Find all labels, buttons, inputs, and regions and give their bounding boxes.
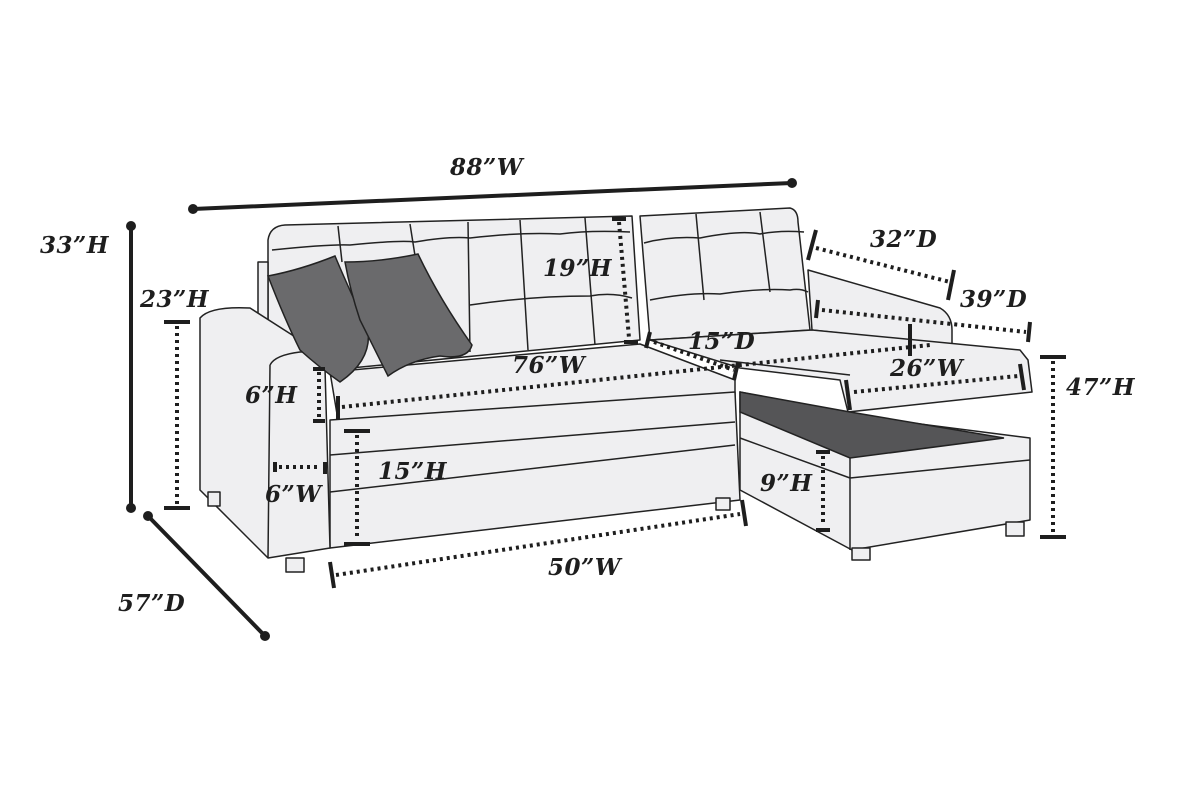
label-seat-height: 15”H xyxy=(378,458,447,485)
label-base-width: 50”W xyxy=(548,554,622,581)
front-base xyxy=(329,391,741,549)
label-chaise-lid-height: 47”H xyxy=(1066,374,1135,401)
pillow-2 xyxy=(344,253,473,378)
label-chaise-width: 26”W xyxy=(890,355,964,382)
label-chaise-back-depth: 32”D xyxy=(870,226,938,253)
pillow-1 xyxy=(266,255,370,383)
label-chaise-depth: 39”D xyxy=(960,286,1028,313)
label-seat-depth: 15”D xyxy=(688,328,756,355)
storage-interior xyxy=(739,391,1005,459)
label-overall-height: 33”H xyxy=(40,232,109,259)
label-overall-width: 88”W xyxy=(450,154,524,181)
label-arm-width: 6”W xyxy=(265,481,322,508)
dim-57d-line xyxy=(146,514,267,638)
label-seat-width: 76”W xyxy=(512,352,586,379)
label-storage-depth: 9”H xyxy=(760,470,813,497)
label-arm-height: 23”H xyxy=(140,286,209,313)
back-right xyxy=(639,207,811,341)
chaise-lid xyxy=(649,329,1033,413)
label-overall-depth: 57”D xyxy=(118,590,186,617)
dim-88w-line xyxy=(191,181,794,211)
label-arm-above-seat: 6”H xyxy=(245,382,298,409)
label-back-height: 19”H xyxy=(543,255,612,282)
